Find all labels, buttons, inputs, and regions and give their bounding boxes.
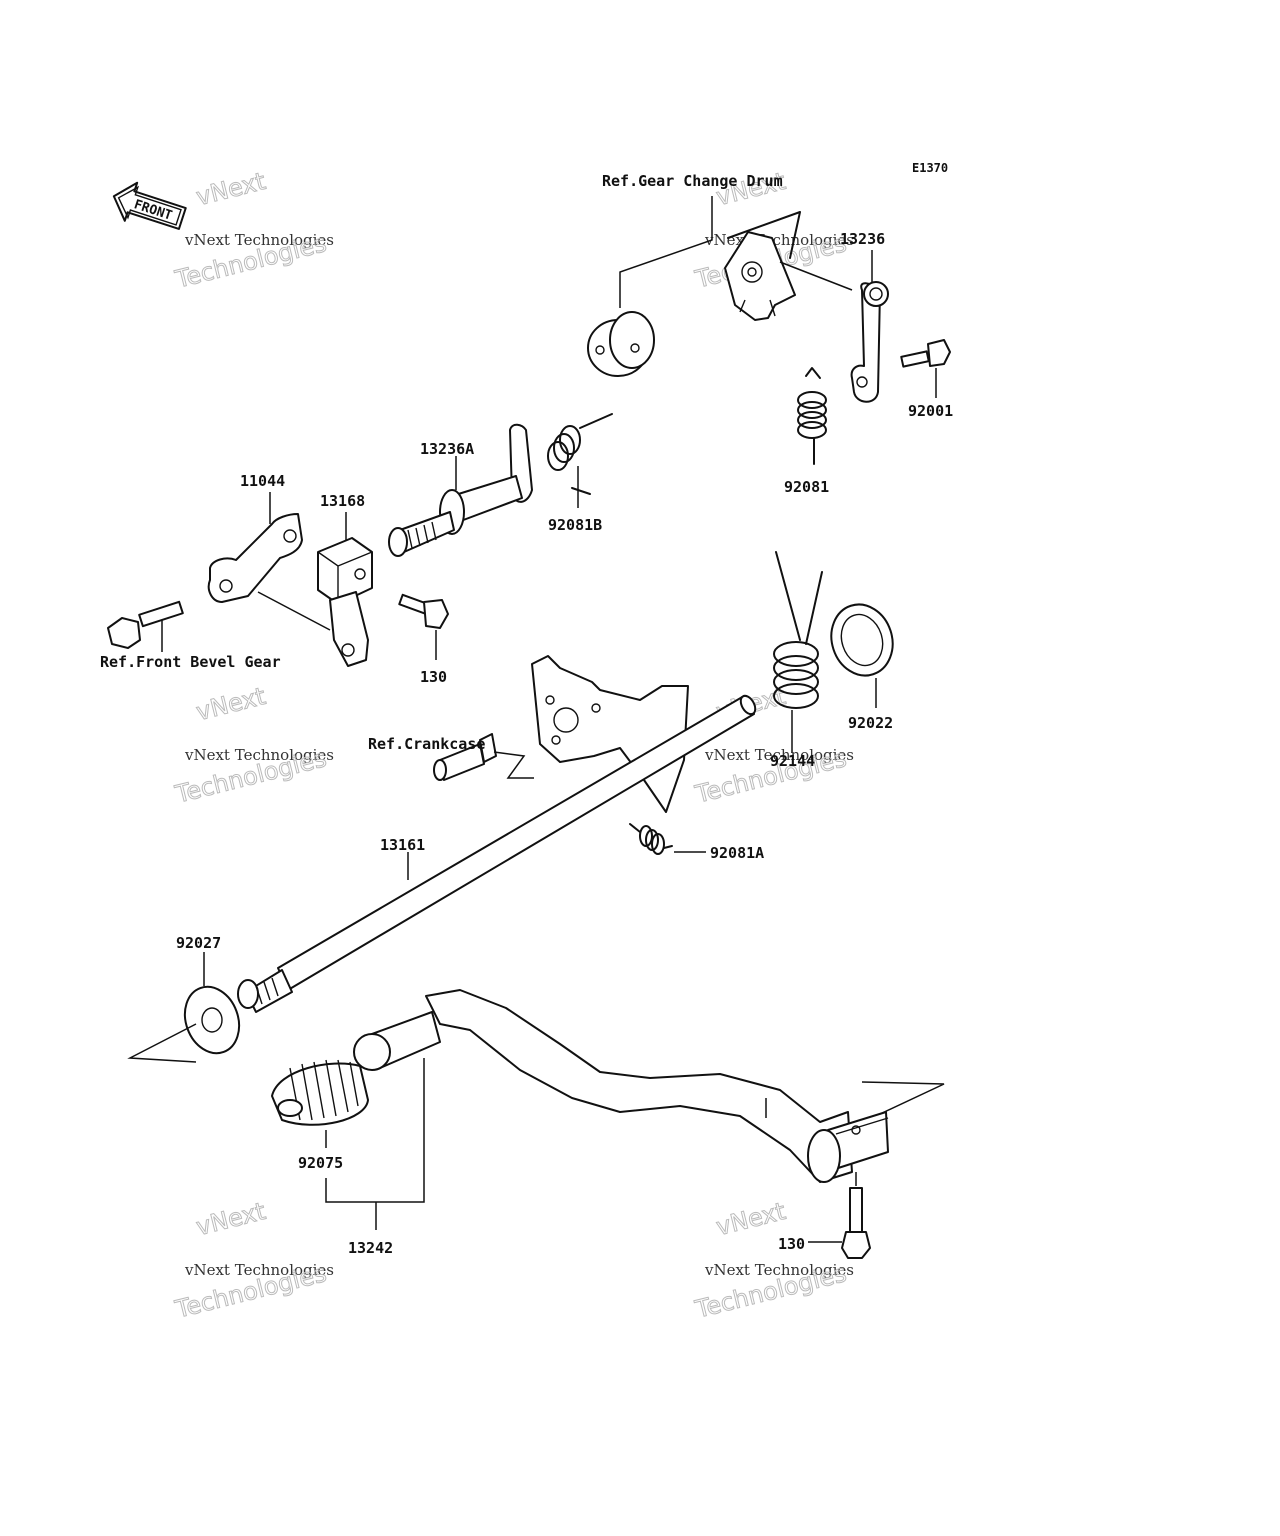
label-11044: 11044 bbox=[240, 472, 285, 490]
watermark-vnext-technologies: vNext Technologies bbox=[184, 1261, 334, 1279]
part-92081a-spring bbox=[629, 823, 706, 855]
gear-change-drum-ref bbox=[587, 196, 801, 377]
watermark-vnext-technologies: vNext Technologies bbox=[184, 746, 334, 764]
part-13242-pedal bbox=[353, 989, 945, 1183]
label-92081: 92081 bbox=[784, 478, 829, 496]
watermark-vnext: vNext bbox=[193, 682, 268, 726]
label-ref-front-bevel-gear: Ref.Front Bevel Gear bbox=[100, 653, 281, 671]
label-130-bottom: 130 bbox=[778, 1235, 805, 1253]
part-92081-spring bbox=[797, 367, 827, 465]
watermark-vnext: vNext bbox=[193, 1197, 268, 1241]
label-92144: 92144 bbox=[770, 752, 815, 770]
label-92081a: 92081A bbox=[710, 844, 764, 862]
watermark-vnext-technologies: vNext Technologies bbox=[184, 231, 334, 249]
part-92144-spring bbox=[773, 551, 823, 752]
bracket-13242 bbox=[325, 1058, 425, 1230]
part-92022-collar bbox=[830, 603, 894, 708]
part-13168-clamp bbox=[317, 512, 373, 667]
part-13161-shift-shaft bbox=[237, 655, 757, 1013]
label-92081b: 92081B bbox=[548, 516, 602, 534]
part-130-bolt-bottom bbox=[808, 1172, 871, 1259]
figure-code: E1370 bbox=[912, 161, 948, 175]
label-13236a: 13236A bbox=[420, 440, 474, 458]
part-130-bolt-top bbox=[398, 593, 449, 660]
label-13168: 13168 bbox=[320, 492, 365, 510]
part-ref-crankcase-stud bbox=[433, 733, 534, 781]
label-92075: 92075 bbox=[298, 1154, 343, 1172]
label-92022: 92022 bbox=[848, 714, 893, 732]
front-arrow-icon: FRONT bbox=[112, 181, 187, 230]
part-92081b-spring bbox=[547, 413, 613, 508]
label-92027: 92027 bbox=[176, 934, 221, 952]
part-92075-rubber bbox=[271, 1059, 369, 1148]
part-92001-bolt bbox=[900, 339, 951, 398]
watermark-vnext-technologies: vNext Technologies bbox=[704, 1261, 854, 1279]
part-13236-arm bbox=[779, 250, 889, 403]
front-bevel-gear-bolt bbox=[107, 600, 184, 652]
label-130-top: 130 bbox=[420, 668, 447, 686]
label-ref-crankcase: Ref.Crankcase bbox=[368, 735, 485, 753]
part-13236a-shaft bbox=[388, 423, 533, 557]
watermark-vnext-technologies: vNext Technologies bbox=[704, 746, 854, 764]
part-92027-seal bbox=[127, 952, 241, 1063]
label-13242: 13242 bbox=[348, 1239, 393, 1257]
watermark-vnext: vNext bbox=[193, 167, 268, 211]
label-13161: 13161 bbox=[380, 836, 425, 854]
label-ref-gear-change-drum: Ref.Gear Change Drum bbox=[602, 172, 783, 190]
label-92001: 92001 bbox=[908, 402, 953, 420]
label-13236: 13236 bbox=[840, 230, 885, 248]
part-11044-bracket bbox=[207, 492, 331, 631]
